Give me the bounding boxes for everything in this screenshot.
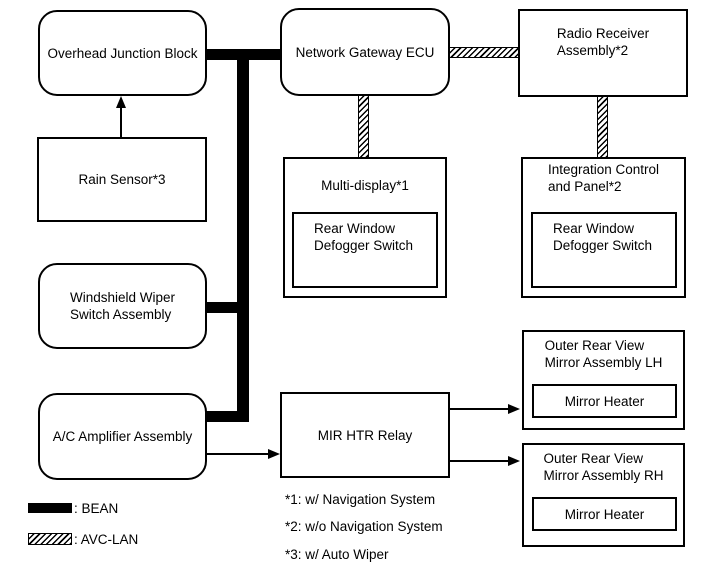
node-label: Integration Control and Panel*2 [547,162,660,194]
node-label: Outer Rear View Mirror Assembly RH [543,451,664,483]
legend-bean-label: : BEAN [74,501,119,516]
footnote-navigation-system: *1: w/ Navigation System [285,492,436,507]
node-label: Rear Window Defogger Switch [314,221,414,253]
node-label: Mirror Heater [564,393,645,409]
node-label: Overhead Junction Block [47,45,198,61]
node-radio-receiver-assembly: Radio Receiver Assembly*2 [518,9,688,97]
node-label: Windshield Wiper Switch Assembly [69,290,176,322]
node-label: Rear Window Defogger Switch [553,221,653,253]
node-title-zone: Multi-display*1 [285,159,445,212]
arrowhead-right-icon [508,456,520,466]
node-windshield-wiper-switch-assembly: Windshield Wiper Switch Assembly [38,263,207,349]
node-mirror-heater-lh: Mirror Heater [532,384,677,418]
avc-lan-line-gateway-to-radio [449,47,519,58]
avc-lan-line-radio-to-integration [597,96,608,158]
arrow-rain-sensor-to-junction [120,106,122,137]
node-label: MIR HTR Relay [317,427,413,443]
node-rear-window-defogger-switch: Rear Window Defogger Switch [531,212,677,288]
node-overhead-junction-block: Overhead Junction Block [38,10,207,96]
node-label: Outer Rear View Mirror Assembly LH [544,338,663,370]
node-mir-htr-relay: MIR HTR Relay [280,392,450,478]
arrow-ac-amplifier-to-relay [207,453,271,455]
legend-avc-lan-label: : AVC-LAN [74,532,139,547]
node-label: A/C Amplifier Assembly [52,429,193,444]
arrowhead-up-icon [116,96,126,108]
node-label: Network Gateway ECU [295,44,435,60]
node-label: Multi-display*1 [321,178,409,193]
node-ac-amplifier-assembly: A/C Amplifier Assembly [38,393,207,480]
node-rain-sensor: Rain Sensor*3 [37,137,207,222]
bean-line-trunk-vertical [237,49,249,422]
node-rear-window-defogger-switch: Rear Window Defogger Switch [292,212,438,288]
node-network-gateway-ecu: Network Gateway ECU [280,8,450,96]
bean-line-wiper-stub [205,302,249,313]
node-outer-rear-view-mirror-rh: Outer Rear View Mirror Assembly RH [522,443,685,547]
avc-lan-line-gateway-to-multidisplay [358,95,369,158]
footnote-auto-wiper: *3: w/ Auto Wiper [285,547,389,562]
node-mirror-heater-rh: Mirror Heater [532,497,677,531]
node-label: Rain Sensor*3 [78,172,166,187]
bean-line-ac-amplifier-stub [205,411,249,422]
footnote-without-navigation-system: *2: w/o Navigation System [285,519,443,534]
arrow-relay-to-mirror-lh [450,408,510,410]
arrowhead-right-icon [508,404,520,414]
legend-avc-lan-swatch [28,533,72,545]
node-label: Radio Receiver Assembly*2 [556,26,650,58]
node-label: Mirror Heater [564,506,645,522]
legend-bean-swatch [28,503,72,513]
arrowhead-right-icon [268,449,280,459]
arrow-relay-to-mirror-rh [450,460,510,462]
